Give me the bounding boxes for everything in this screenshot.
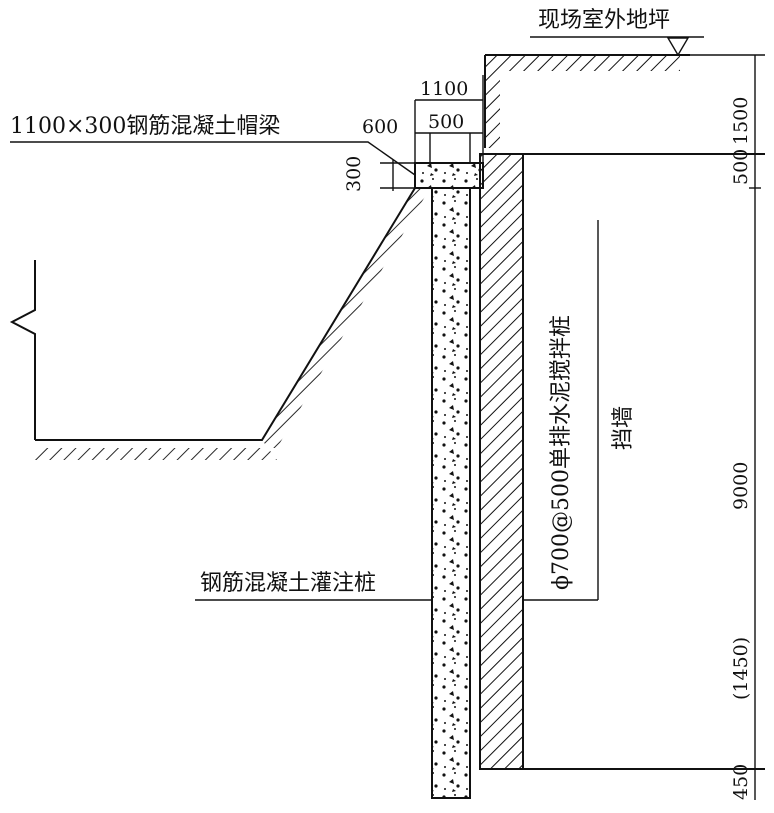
horizontal-dimensions: 1100 500 600 [362,78,483,138]
ground-level-marker: 现场室外地坪 [530,8,704,57]
dim-toe-depth: 450 [730,764,752,800]
bored-pile [431,187,471,799]
bored-pile-callout: 钢筋混凝土灌注桩 [195,571,432,601]
dim-lower-depth: (1450) [730,637,752,700]
dim-mid-depth: 500 [730,149,752,185]
excavation-slope [9,187,430,460]
dim-cap-width: 1100 [420,78,468,100]
mixing-pile-wall [479,153,765,770]
mixing-pile-label-1: ϕ700@500单排水泥搅拌桩 [549,315,574,590]
mixing-pile-callout: ϕ700@500单排水泥搅拌桩 挡墙 [523,220,636,601]
cap-beam [414,75,484,189]
bored-pile-label: 钢筋混凝土灌注桩 [200,571,376,596]
cap-beam-label: 1100×300钢筋混凝土帽梁 [10,114,280,139]
ground-label: 现场室外地坪 [538,8,670,33]
cap-height-dimension: 300 [343,156,415,192]
dim-top-depth: 1500 [730,97,752,145]
dim-wall-depth: 9000 [730,462,752,510]
dim-cap-height: 300 [343,156,365,192]
dim-left-offset: 600 [362,116,398,138]
vertical-dimensions: 1500 500 9000 (1450) 450 [730,55,761,800]
ground-surface [484,54,765,148]
dim-pile-width: 500 [428,111,464,133]
cap-beam-callout: 1100×300钢筋混凝土帽梁 [10,114,416,176]
mixing-pile-label-2: 挡墙 [611,406,636,450]
